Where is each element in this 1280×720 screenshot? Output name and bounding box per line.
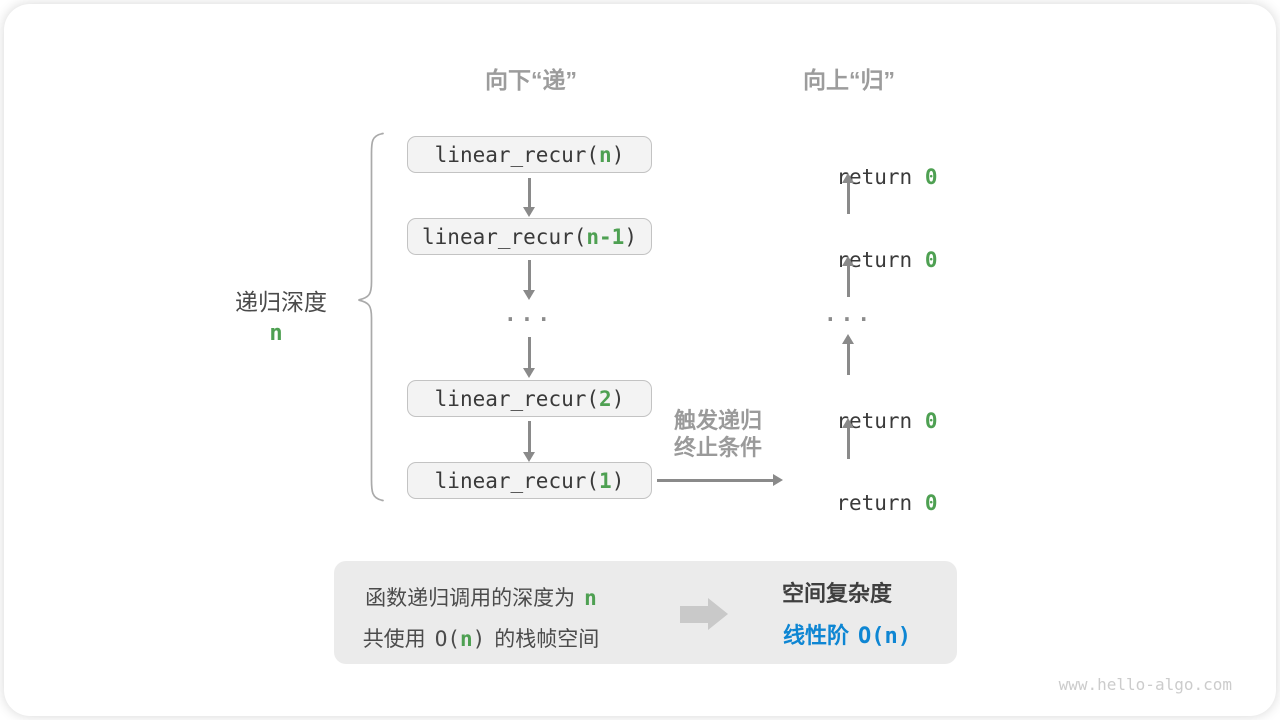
return-value: 0 <box>924 491 938 515</box>
summary-text: 共使用 <box>362 628 426 651</box>
summary-line2: 共使用 O(n) 的栈帧空间 <box>341 623 621 653</box>
trigger-condition-label: 触发递归 终止条件 <box>633 407 803 461</box>
result-title: 空间复杂度 <box>781 581 892 606</box>
trigger-line2: 终止条件 <box>673 435 762 460</box>
stack-ellipsis: ... <box>504 302 554 326</box>
call-box-text: linear_recur( <box>434 468 600 493</box>
header-upward-return: 向上“归” <box>803 67 895 93</box>
summary-text: 的栈帧空间 <box>494 628 600 651</box>
return-value: 0 <box>924 165 938 189</box>
depth-value: n <box>269 321 283 346</box>
arrow-down-icon <box>523 335 536 378</box>
call-box-arg: 1 <box>599 468 612 493</box>
arrow-down-icon <box>523 419 536 462</box>
call-box-text: ) <box>611 468 625 493</box>
summary-code: O( <box>434 627 460 651</box>
arrow-up-icon <box>842 173 855 216</box>
return-value: 0 <box>924 248 938 272</box>
call-box-text: ) <box>611 386 625 411</box>
result-value-code: O(n) <box>858 624 911 649</box>
call-box-n-1: linear_recur(n-1) <box>407 218 652 255</box>
summary-line1: 函数递归调用的深度为 n <box>341 582 621 612</box>
depth-brace-icon <box>358 132 384 502</box>
call-box-text: linear_recur( <box>422 224 587 249</box>
call-box-n: linear_recur(n) <box>407 136 652 173</box>
return-ellipsis: ... <box>824 302 874 326</box>
header-downward-recurse: 向下“递” <box>485 67 577 93</box>
summary-box <box>334 561 957 664</box>
implies-arrow-icon <box>708 598 728 630</box>
arrow-up-icon <box>842 256 855 299</box>
arrow-up-icon <box>842 418 855 461</box>
arrow-down-icon <box>523 176 536 217</box>
call-box-arg: 2 <box>599 386 612 411</box>
call-box-arg: n <box>599 142 612 167</box>
call-box-2: linear_recur(2) <box>407 380 652 417</box>
call-box-text: linear_recur( <box>434 386 600 411</box>
return-row: return 0 <box>749 467 949 539</box>
return-value: 0 <box>924 409 938 433</box>
call-box-text: ) <box>624 224 637 249</box>
watermark: www.hello-algo.com <box>1058 675 1232 694</box>
diagram-card: 向下“递” 向上“归” 递归深度 n linear_recur(n) linea… <box>4 4 1276 716</box>
call-box-text: linear_recur( <box>434 142 600 167</box>
result-value-text: 线性阶 <box>783 623 850 648</box>
call-box-arg: n-1 <box>586 224 625 249</box>
arrow-right-icon <box>657 474 783 487</box>
arrow-up-icon <box>842 334 855 377</box>
summary-n: n <box>584 586 597 610</box>
summary-code: ) <box>472 627 486 651</box>
return-text: return <box>836 491 925 515</box>
summary-n: n <box>459 627 473 651</box>
arrow-down-icon <box>523 258 536 300</box>
implies-arrow-icon <box>680 606 708 623</box>
result-value: 线性阶 O(n) <box>727 618 967 650</box>
trigger-line1: 触发递归 <box>673 408 762 433</box>
depth-label: 递归深度 <box>235 289 327 315</box>
call-box-1: linear_recur(1) <box>407 462 652 499</box>
call-box-text: ) <box>611 142 625 167</box>
summary-text: 函数递归调用的深度为 <box>365 587 576 610</box>
